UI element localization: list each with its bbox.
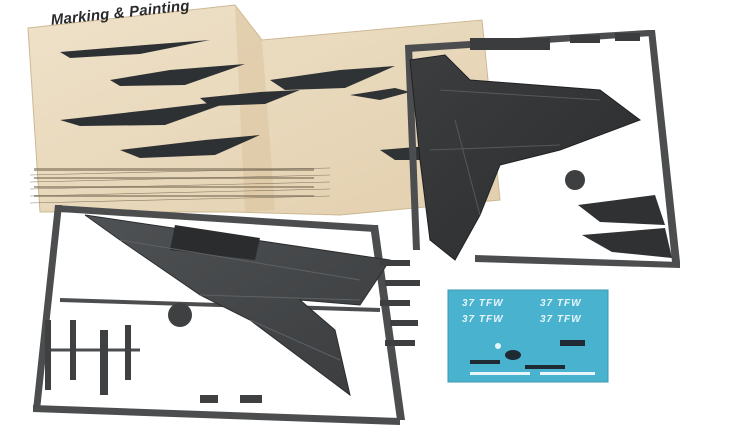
sprue-left (33, 205, 420, 425)
decal-code-3: 37 TFW (462, 314, 504, 325)
decal-code-1: 37 TFW (462, 298, 504, 309)
decal-code-4: 37 TFW (540, 314, 582, 325)
decal-sheet (447, 289, 609, 383)
sprue-right (405, 30, 680, 268)
decal-code-2: 37 TFW (540, 298, 582, 309)
